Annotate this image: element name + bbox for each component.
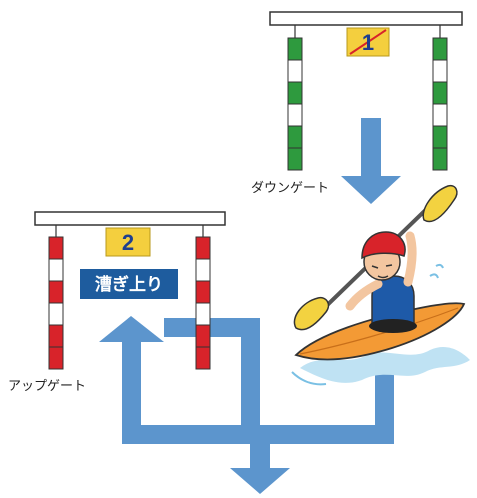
gate-1-number: 1: [362, 30, 374, 55]
down-arrow-gate-1: [341, 118, 401, 204]
down-gate-label: ダウンゲート: [251, 181, 329, 196]
route-arrows: [99, 118, 401, 494]
up-gate-label: アップゲート: [8, 379, 86, 394]
kayaker-illustration: [291, 184, 470, 386]
gate-1-crossbar: [269, 11, 463, 26]
up-gate: [34, 211, 226, 370]
downstream-exit-arrow: [230, 444, 290, 494]
helmet: [361, 231, 406, 260]
down-gate: [269, 11, 463, 171]
gate-2-right-pole: [195, 236, 211, 370]
gate-1-left-pole: [287, 37, 303, 171]
water-splash: [291, 263, 470, 386]
gate-2-crossbar: [34, 211, 226, 226]
gate-2-number-box: 2: [105, 227, 151, 257]
upstream-badge: 漕ぎ上り: [80, 269, 178, 299]
gate-1-number-box: 1: [346, 27, 390, 57]
gate-2-left-pole: [48, 236, 64, 370]
gate-2-number: 2: [122, 230, 134, 255]
gate-1-right-pole: [432, 37, 448, 171]
upstream-badge-text: 漕ぎ上り: [95, 274, 163, 295]
upstream-route-arrow: [99, 316, 394, 444]
